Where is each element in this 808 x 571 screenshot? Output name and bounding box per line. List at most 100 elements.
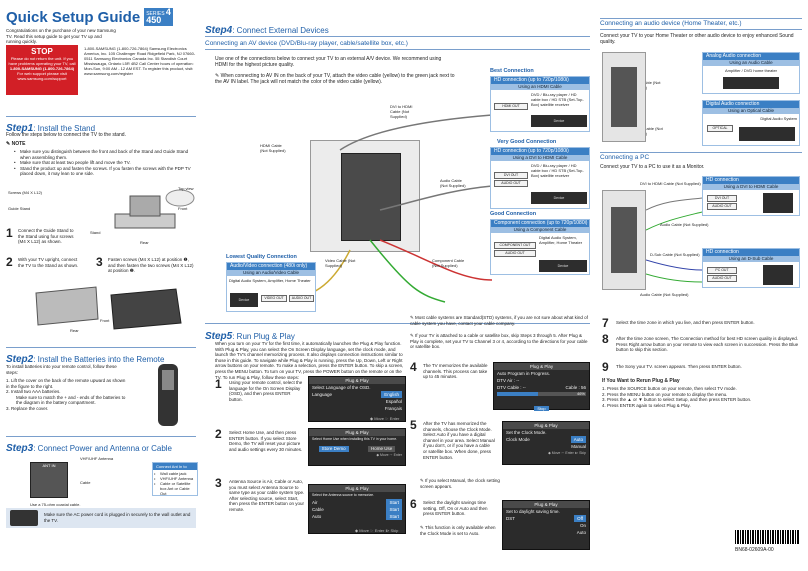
tv-stand-illustration bbox=[35, 286, 182, 330]
pc-cable-2 bbox=[646, 211, 703, 231]
osd-option-selected[interactable]: English bbox=[381, 391, 402, 398]
rerun-item-text: Press the ▲ or ▼ button to select Setup,… bbox=[607, 397, 752, 403]
step5-s3: Antenna Source is Air, Cable or Auto, yo… bbox=[229, 479, 305, 512]
start-button[interactable]: Start bbox=[386, 499, 402, 506]
digital-system-icon bbox=[739, 127, 795, 141]
note-text: Most cable systems are Standard(STD) sys… bbox=[410, 315, 588, 326]
label-rear2: Rear bbox=[70, 328, 79, 333]
step5-s4: The TV memorizes the available channels.… bbox=[423, 363, 488, 380]
tv-back-shape bbox=[35, 286, 99, 326]
cbl-audio: Audio Cable (Not Supplied) bbox=[440, 178, 466, 188]
osd-option-row[interactable]: Auto Start bbox=[309, 513, 405, 520]
osd-home-use: Plug & Play Select Home Use when install… bbox=[308, 428, 406, 466]
osd-option-row[interactable]: Manual bbox=[503, 443, 589, 450]
low-device: Device bbox=[230, 293, 258, 307]
start-button[interactable]: Start bbox=[386, 506, 402, 513]
rerun-item: 2. Press the MENU button on your remote … bbox=[602, 391, 728, 397]
osd-option[interactable]: Cable bbox=[312, 507, 324, 512]
stop-text: Please do not return the unit. If you ha… bbox=[8, 56, 76, 66]
av-note: ✎ When connecting to AV IN on the back o… bbox=[215, 73, 455, 86]
step2-lead: To install batteries into your remote co… bbox=[6, 364, 117, 375]
label-guide: Guide Stand bbox=[8, 206, 31, 211]
amplifier-icon bbox=[723, 77, 779, 89]
pc-cbl3: D-Sub Cable (Not Supplied) bbox=[650, 252, 700, 257]
osd-dst: Plug & Play Set to daylight saving time.… bbox=[502, 500, 590, 550]
osd-option-selected[interactable]: Auto bbox=[570, 436, 586, 443]
contact-info: 1-800-SAMSUNG (1-800-726-7864) Samsung E… bbox=[84, 46, 196, 76]
osd-option[interactable]: Air bbox=[312, 500, 318, 505]
step5-s2: Select Home Use, and then press ENTER bu… bbox=[229, 430, 303, 452]
osd-header: Plug & Play bbox=[503, 422, 589, 429]
step1-num-3: 3 bbox=[96, 255, 103, 269]
osd-option-row[interactable]: Français bbox=[309, 405, 405, 412]
best-card: HD connection (up to 720p/1080i) Using a… bbox=[490, 76, 590, 132]
cable-label: Cable bbox=[80, 480, 91, 485]
audio-title: Connecting an audio device (Home Theater… bbox=[600, 20, 742, 27]
step4-word: Step bbox=[205, 25, 227, 36]
step2-title: : Install the Batteries into the Remote bbox=[33, 355, 165, 364]
step1-notes: Make sure you distinguish between the fr… bbox=[14, 149, 196, 177]
step2-item: 3. Replace the cover. bbox=[6, 405, 49, 411]
series-sub: 450 bbox=[146, 15, 162, 25]
step5-note2: ✎ If your TV is attached to a cable or s… bbox=[410, 333, 588, 350]
top-view-shape bbox=[165, 189, 195, 207]
osd-option[interactable]: Manual bbox=[571, 444, 586, 449]
label-rear: Rear bbox=[140, 240, 149, 245]
dtv-cable: DTV Cable : -- bbox=[497, 385, 526, 390]
start-button[interactable]: Start bbox=[386, 513, 402, 520]
osd-footer: ◆ Move ☞ Enter ⧐ Skip bbox=[355, 528, 399, 533]
osd-option-row[interactable]: Auto bbox=[503, 529, 589, 536]
good-bar: Component connection (up to 720p/1080i) bbox=[491, 220, 589, 227]
step2-item-text: Lift the cover on the back of the remote… bbox=[6, 378, 126, 389]
note-text: This function is only available when the… bbox=[420, 525, 496, 536]
stand-illustration bbox=[114, 189, 195, 229]
osd-option-row[interactable]: Air Start bbox=[309, 499, 405, 506]
osd-option[interactable]: Auto bbox=[312, 514, 322, 519]
osd-prompt: Set to daylight saving time. bbox=[503, 508, 589, 515]
osd-option[interactable]: On bbox=[579, 523, 586, 528]
progress-bar: 46% bbox=[497, 391, 586, 396]
osd-option-row[interactable]: On bbox=[503, 522, 589, 529]
stop-title: STOP bbox=[31, 47, 53, 56]
osd-header: Plug & Play bbox=[309, 429, 405, 436]
osd-option[interactable]: Español bbox=[385, 399, 402, 404]
stop-button[interactable]: Stop bbox=[534, 406, 549, 411]
low-dev: Digital Audio System, Amplifier, Home Th… bbox=[229, 278, 311, 283]
osd-header: Plug & Play bbox=[309, 377, 405, 384]
step5-heading: Step5: Run Plug & Play bbox=[205, 326, 295, 344]
step1-word: Step bbox=[6, 123, 28, 134]
header: Quick Setup Guide SERIES 4 450 Congratul… bbox=[6, 8, 196, 45]
antenna-label: VHF/UHF Antenna bbox=[80, 456, 114, 461]
pc-hdmi-card: HD connection Using a DVI to HDMI Cable … bbox=[702, 176, 800, 216]
osd-option-row[interactable]: Español bbox=[309, 398, 405, 405]
step1-num-2: 2 bbox=[6, 255, 13, 269]
step2-item: 1. Lift the cover on the back of the rem… bbox=[6, 378, 126, 389]
osd-option-row[interactable]: Cable Start bbox=[309, 506, 405, 513]
osd-header: Plug & Play bbox=[503, 501, 589, 508]
rerun-title: If You Want to Rerun Plug & Play bbox=[602, 378, 680, 384]
osd-clock: Plug & Play Set the Clock Mode. Clock Mo… bbox=[502, 421, 590, 465]
osd-option[interactable]: Français bbox=[384, 406, 402, 411]
osd-footer: ◆ Move ☞ Enter ⧐ Skip bbox=[548, 451, 586, 455]
note-text: If your TV is attached to a cable or sat… bbox=[410, 333, 588, 350]
step1-title: : Install the Stand bbox=[33, 124, 96, 133]
dvi-cable bbox=[379, 185, 493, 211]
store-demo-button[interactable]: Store Demo bbox=[318, 446, 349, 452]
step8-text: After the time zone screen, The Connecti… bbox=[616, 336, 799, 353]
osd-option[interactable]: Auto bbox=[576, 530, 586, 535]
step2-note: Make sure to match the + and - ends of t… bbox=[16, 394, 126, 406]
vgood-sub: Using a DVI to HDMI Cable bbox=[491, 155, 589, 161]
good-sub: Using a Component Cable bbox=[491, 227, 589, 233]
pc-tower-icon bbox=[763, 265, 793, 285]
digital-sub: Using an Optical Cable bbox=[703, 108, 799, 114]
osd-prompt-text: Select the Antenna source to memorize. bbox=[312, 493, 375, 497]
osd-option-selected[interactable]: Off bbox=[574, 515, 586, 522]
vgood-label: Very Good Connection bbox=[497, 139, 557, 145]
step4-title: : Connect External Devices bbox=[232, 26, 329, 35]
home-use-button[interactable]: Home Use bbox=[368, 446, 396, 452]
osd-header: Plug & Play bbox=[494, 363, 589, 370]
ant-in-label: ANT IN bbox=[42, 463, 56, 468]
